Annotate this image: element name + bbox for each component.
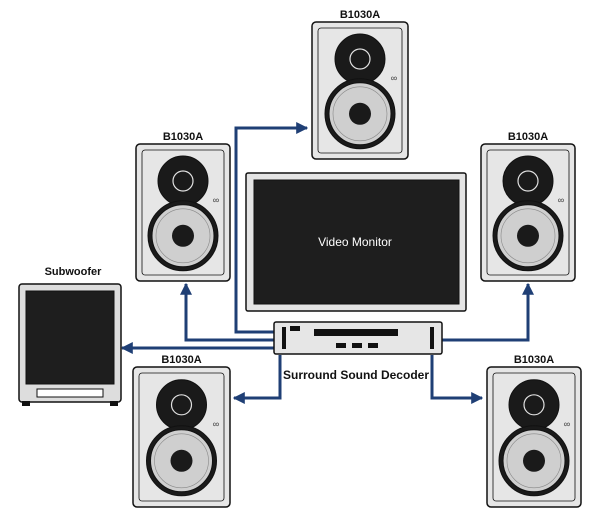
monitor-label: Video Monitor [318, 235, 392, 249]
speaker-model-label: B1030A [508, 131, 548, 143]
speaker-model-label: B1030A [161, 354, 201, 366]
subwoofer: Subwoofer [18, 266, 122, 406]
cable-to-front-right-speaker [442, 282, 534, 342]
video-monitor: Video Monitor [245, 172, 467, 312]
decoder-button [336, 343, 346, 348]
rear-right-speaker: B1030A ∞ [486, 354, 582, 508]
brand-logo-icon: ∞ [213, 195, 219, 205]
front-right-speaker: B1030A ∞ [480, 131, 576, 282]
speaker-model-label: B1030A [514, 354, 554, 366]
cable-group [120, 122, 534, 404]
subwoofer-port [36, 388, 104, 398]
brand-logo-icon: ∞ [558, 195, 564, 205]
center-speaker: B1030A ∞ [311, 9, 409, 160]
tweeter [334, 33, 386, 85]
speaker-model-label: B1030A [163, 131, 203, 143]
cable-to-front-left-speaker [180, 282, 274, 342]
decoder-power-light [290, 326, 300, 331]
cable-to-rear-left-speaker [232, 355, 282, 404]
monitor-screen [253, 179, 460, 305]
brand-logo-icon: ∞ [213, 419, 219, 429]
surround-sound-decoder: Surround Sound Decoder [273, 321, 443, 382]
cable-to-center-speaker [234, 122, 309, 334]
front-left-speaker: B1030A ∞ [135, 131, 231, 282]
brand-logo-icon: ∞ [391, 73, 397, 83]
decoder-label: Surround Sound Decoder [283, 368, 429, 382]
tweeter [508, 379, 560, 431]
tweeter [502, 155, 554, 207]
subwoofer-grille [25, 290, 115, 385]
tweeter [157, 155, 209, 207]
decoder-display [314, 329, 398, 336]
rear-left-speaker: B1030A ∞ [132, 354, 231, 508]
decoder-button [352, 343, 362, 348]
decoder-button [368, 343, 378, 348]
speaker-model-label: B1030A [340, 9, 380, 21]
cable-to-rear-right-speaker [430, 355, 484, 404]
subwoofer-label: Subwoofer [45, 266, 103, 278]
tweeter [156, 379, 207, 431]
brand-logo-icon: ∞ [564, 419, 570, 429]
